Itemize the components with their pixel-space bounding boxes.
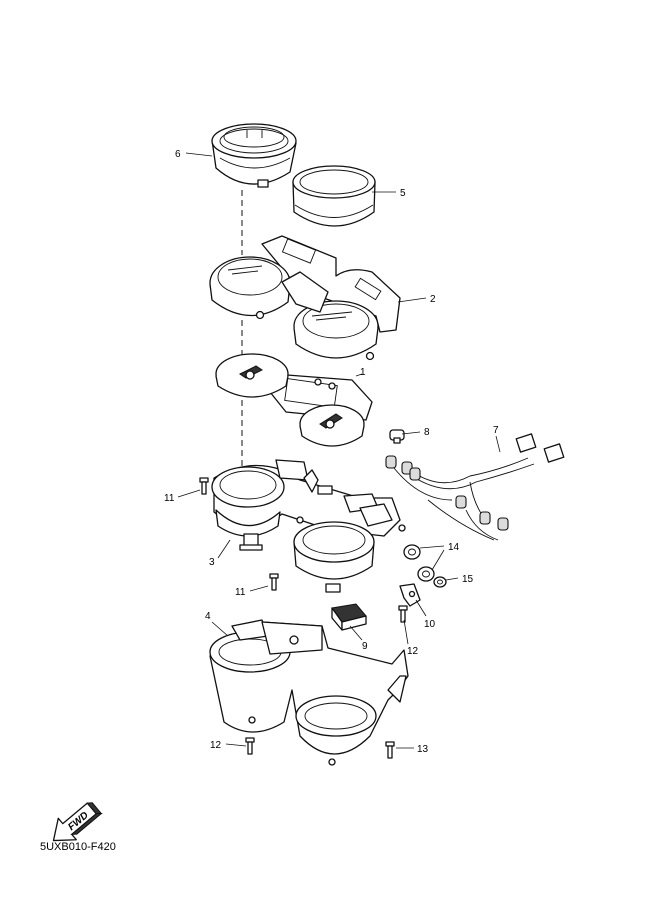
callout-6: 6 [175, 149, 181, 160]
callout-8: 8 [424, 427, 430, 438]
part-6-bezel-ring [211, 123, 297, 188]
leader-lines [177, 152, 501, 749]
screw-12-left [245, 737, 255, 755]
callout-7: 7 [493, 425, 499, 436]
screw-11-upper [199, 477, 209, 495]
part-7-wire-harness [385, 433, 565, 541]
screw-12-right [398, 605, 408, 623]
part-1-meter-assembly [215, 353, 373, 447]
part-5-lens-ring [292, 165, 376, 227]
callout-15: 15 [462, 574, 474, 585]
callout-11-lower: 11 [235, 587, 246, 598]
callout-1: 1 [360, 367, 366, 378]
callout-13: 13 [417, 744, 429, 755]
callout-4: 4 [205, 611, 211, 622]
callout-5: 5 [400, 188, 406, 199]
part-9-pad [331, 603, 367, 631]
callout-labels: 6 5 2 1 8 7 11 3 14 15 11 10 9 12 4 12 1… [164, 149, 499, 755]
callout-3: 3 [209, 557, 215, 568]
callout-9: 9 [362, 641, 368, 652]
part-3-lower-case [211, 459, 406, 593]
callout-2: 2 [430, 294, 436, 305]
fwd-arrow-icon: FWD [52, 802, 103, 842]
screws [199, 477, 408, 759]
part-10-clamp [399, 583, 421, 607]
callout-12-right: 12 [407, 646, 419, 657]
part-14-grommets [403, 544, 435, 582]
part-2-meter-case [209, 235, 401, 361]
part-8-bulb [389, 429, 405, 444]
callout-14: 14 [448, 542, 460, 553]
screw-11-lower [269, 573, 279, 591]
screw-13 [385, 741, 395, 759]
callout-12-left: 12 [210, 740, 222, 751]
callout-11-upper: 11 [164, 493, 175, 504]
callout-10: 10 [424, 619, 436, 630]
part-4-lower-cover [209, 619, 409, 766]
part-15-nut [433, 576, 447, 588]
diagram-code: 5UXB010-F420 [40, 841, 116, 853]
